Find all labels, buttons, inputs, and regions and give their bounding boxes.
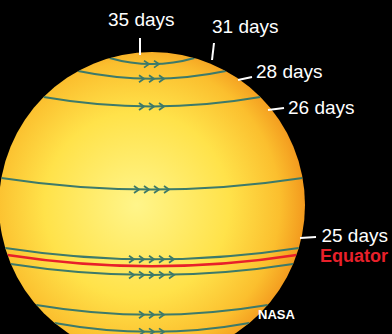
period-label: 26 days xyxy=(288,98,355,119)
rotation-arrow xyxy=(149,256,154,263)
rotation-arrow xyxy=(159,272,164,279)
leader-line xyxy=(300,237,316,238)
leader-line xyxy=(268,108,284,110)
rotation-arrow xyxy=(139,328,144,334)
rotation-arrow xyxy=(134,186,139,193)
rotation-arrow xyxy=(159,328,164,334)
source-credit: NASA xyxy=(258,308,295,322)
leader-line xyxy=(238,77,252,80)
period-label: 25 days xyxy=(321,226,388,247)
rotation-bands xyxy=(1,58,302,334)
rotation-arrow xyxy=(154,61,159,68)
rotation-arrow xyxy=(139,75,144,82)
rotation-arrow xyxy=(169,256,174,263)
period-label: 31 days xyxy=(212,17,279,38)
sun-sphere xyxy=(0,52,305,334)
equator-line xyxy=(7,255,296,266)
rotation-arrow xyxy=(139,103,144,110)
rotation-arrow xyxy=(129,272,134,279)
leader-line xyxy=(212,43,214,60)
latitude-line xyxy=(110,58,195,64)
rotation-arrow xyxy=(164,186,169,193)
rotation-arrow xyxy=(139,256,144,263)
rotation-arrow xyxy=(129,256,134,263)
rotation-arrow xyxy=(139,272,144,279)
rotation-arrow xyxy=(144,186,149,193)
rotation-arrow xyxy=(149,103,154,110)
rotation-arrow xyxy=(139,311,144,318)
rotation-arrow xyxy=(159,311,164,318)
period-label: 28 days xyxy=(256,62,323,83)
latitude-line xyxy=(1,178,302,190)
rotation-arrow xyxy=(149,328,154,334)
rotation-arrow xyxy=(149,272,154,279)
rotation-arrow xyxy=(159,75,164,82)
rotation-arrow xyxy=(149,311,154,318)
rotation-arrow xyxy=(149,75,154,82)
leader-line xyxy=(139,38,141,55)
period-label: 35 days xyxy=(108,10,175,31)
equator-label: Equator xyxy=(320,247,388,267)
rotation-arrow xyxy=(154,186,159,193)
rotation-arrow xyxy=(159,103,164,110)
rotation-arrow xyxy=(159,256,164,263)
rotation-arrow xyxy=(169,272,174,279)
rotation-arrow xyxy=(144,61,149,68)
